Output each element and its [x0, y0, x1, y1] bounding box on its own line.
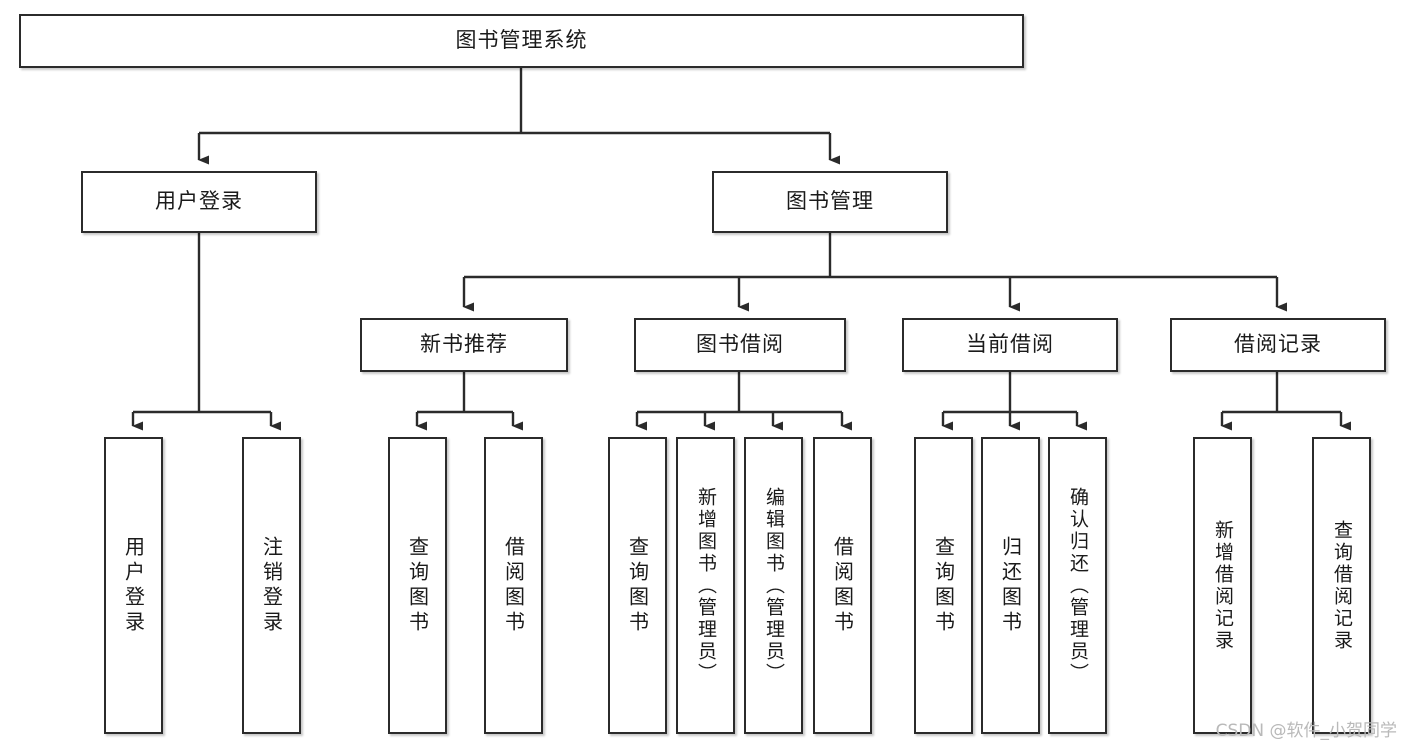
csdn-watermark: CSDN @软件_小贺同学	[1215, 721, 1397, 741]
node-new-book-recommendation[interactable]: 新书推荐	[360, 318, 568, 372]
leaf-query-books-borrowing[interactable]: 查询图书	[608, 437, 667, 734]
node-book-borrowing[interactable]: 图书借阅	[634, 318, 846, 372]
leaf-add-borrow-record[interactable]: 新增借阅记录	[1193, 437, 1252, 734]
leaf-user-login[interactable]: 用户登录	[104, 437, 163, 734]
leaf-borrow-books-new-book[interactable]: 借阅图书	[484, 437, 543, 734]
leaf-query-books-new-book[interactable]: 查询图书	[388, 437, 447, 734]
leaf-add-book-admin[interactable]: 新增图书（管理员）	[676, 437, 735, 734]
leaf-query-borrow-record[interactable]: 查询借阅记录	[1312, 437, 1371, 734]
leaf-edit-book-admin[interactable]: 编辑图书（管理员）	[744, 437, 803, 734]
leaf-confirm-return-admin[interactable]: 确认归还（管理员）	[1048, 437, 1107, 734]
node-book-management[interactable]: 图书管理	[712, 171, 948, 233]
leaf-logout[interactable]: 注销登录	[242, 437, 301, 734]
node-user-login[interactable]: 用户登录	[81, 171, 317, 233]
leaf-borrow-books-borrowing[interactable]: 借阅图书	[813, 437, 872, 734]
node-root-library-management-system[interactable]: 图书管理系统	[19, 14, 1024, 68]
leaf-return-books[interactable]: 归还图书	[981, 437, 1040, 734]
node-current-borrowing[interactable]: 当前借阅	[902, 318, 1118, 372]
node-borrowing-record[interactable]: 借阅记录	[1170, 318, 1386, 372]
leaf-query-books-current[interactable]: 查询图书	[914, 437, 973, 734]
